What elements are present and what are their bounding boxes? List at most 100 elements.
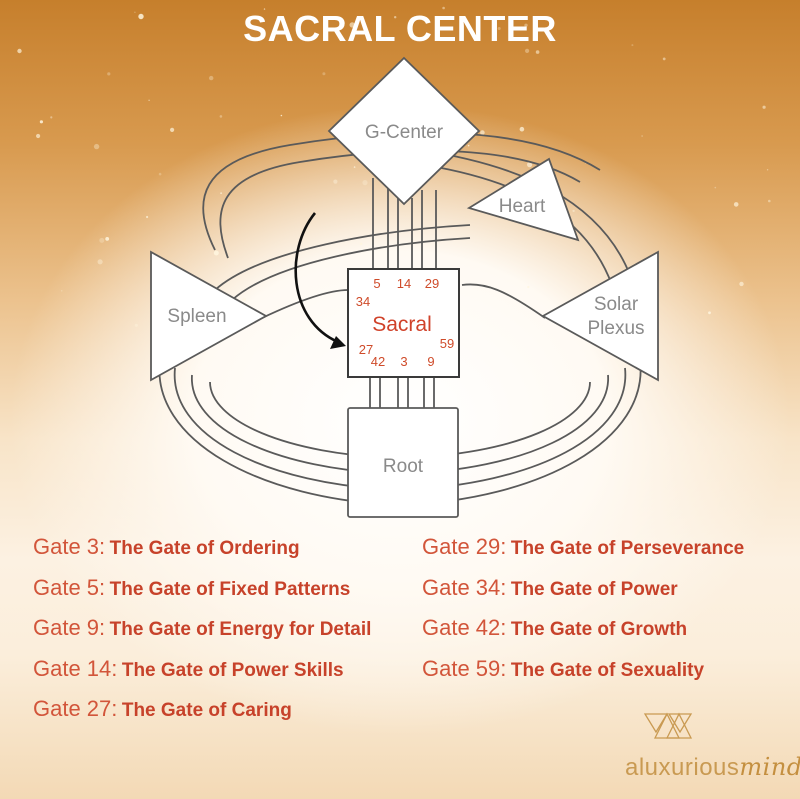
sparkle-dot <box>213 250 219 256</box>
g-center-label: G-Center <box>365 122 444 143</box>
sacral-gate-5: 5 <box>373 276 380 291</box>
sparkle-dot <box>525 48 530 54</box>
gate-item: Gate 9: The Gate of Energy for Detail <box>33 613 371 654</box>
sacral-gate-3: 3 <box>400 354 407 369</box>
brand-text-plain: aluxurious <box>625 754 740 781</box>
sparkle-dot <box>60 290 63 292</box>
brand-logo: aluxuriousmind <box>625 700 800 790</box>
sparkle-dot <box>219 115 223 118</box>
sparkle-dot <box>148 99 150 102</box>
gate-label: Gate 34: <box>422 574 507 600</box>
sparkle-dot <box>209 75 214 81</box>
triangle-logo-icon <box>643 712 693 739</box>
sparkle-dot <box>322 72 326 76</box>
gate-name: The Gate of Ordering <box>109 538 300 559</box>
sparkle-dot <box>170 127 175 132</box>
sparkle-dot <box>220 192 223 195</box>
sparkle-dot <box>527 162 533 168</box>
gate-name: The Gate of Energy for Detail <box>109 619 372 640</box>
sparkle-dot <box>353 166 356 168</box>
gate-label: Gate 42: <box>422 615 507 640</box>
gate-name: The Gate of Growth <box>510 619 688 640</box>
heart-spleen-channel-b <box>231 237 471 301</box>
back-loop-outer <box>202 131 601 251</box>
gate-name: The Gate of Power <box>510 578 678 600</box>
sparkle-dot <box>527 285 530 289</box>
sacral-gate-14: 14 <box>397 276 411 291</box>
sparkle-dot <box>766 169 769 171</box>
gate-name: The Gate of Power Skills <box>121 659 344 681</box>
sparkle-dot <box>662 57 666 61</box>
gate-list-right: Gate 29: The Gate of Perseverance Gate 3… <box>422 532 744 694</box>
solar-plexus-label-line2: Plexus <box>587 318 644 339</box>
sparkle-dot <box>99 237 105 243</box>
gate-item: Gate 14: The Gate of Power Skills <box>33 654 371 695</box>
gate-label: Gate 9: <box>33 615 106 640</box>
gate-item: Gate 27: The Gate of Caring <box>33 694 371 735</box>
g-center: G-Center <box>327 56 481 206</box>
gate-list-left: Gate 3: The Gate of Ordering Gate 5: The… <box>33 532 371 735</box>
gate-label: Gate 3: <box>33 534 106 559</box>
sparkle-dot <box>97 259 103 265</box>
gate-item: Gate 3: The Gate of Ordering <box>33 532 371 573</box>
sacral-gate-9: 9 <box>427 354 434 369</box>
sacral-gate-34: 34 <box>356 294 370 309</box>
gate-name: The Gate of Fixed Patterns <box>109 578 351 600</box>
gate-name: The Gate of Perseverance <box>510 538 745 559</box>
gate-name: The Gate of Caring <box>121 700 292 721</box>
spleen-center: Spleen <box>150 250 268 382</box>
sparkle-dot <box>39 120 44 124</box>
sparkle-dot <box>708 311 711 315</box>
heart-center: Heart <box>466 157 580 242</box>
sparkle-dot <box>242 297 247 302</box>
sparkle-dot <box>768 199 771 203</box>
sparkle-dot <box>105 237 110 241</box>
sparkle-dot <box>762 105 766 109</box>
sparkle-dot <box>714 186 717 189</box>
sacral-gate-29: 29 <box>425 276 439 291</box>
sacral-label: Sacral <box>372 313 432 336</box>
gate-item: Gate 42: The Gate of Growth <box>422 613 744 654</box>
gate-label: Gate 14: <box>33 655 118 681</box>
sparkle-dot <box>467 144 470 147</box>
gate-item: Gate 5: The Gate of Fixed Patterns <box>33 573 371 614</box>
sparkle-dot <box>394 16 397 19</box>
sparkle-dot <box>519 126 525 132</box>
pointer-arrow <box>294 212 346 349</box>
brand-text-script: mind <box>739 753 800 781</box>
sparkle-dot <box>641 135 643 137</box>
sparkle-dot <box>535 50 540 54</box>
gate-label: Gate 5: <box>33 574 106 600</box>
sparkle-dot <box>362 180 368 186</box>
sparkle-dot <box>480 130 485 135</box>
solar-sacral-channel <box>461 283 546 319</box>
gate-item: Gate 59: The Gate of Sexuality <box>422 654 744 695</box>
gate-item: Gate 34: The Gate of Power <box>422 573 744 614</box>
gate-label: Gate 27: <box>33 696 118 721</box>
sparkle-dot <box>349 22 355 28</box>
gate-name: The Gate of Sexuality <box>510 659 705 681</box>
gate-label: Gate 29: <box>422 534 507 559</box>
spleen-sacral-channel <box>261 289 349 319</box>
sparkle-dot <box>93 143 100 150</box>
sacral-gate-42: 42 <box>371 354 385 369</box>
sparkle-dot <box>17 48 22 54</box>
sacral-gate-27: 27 <box>359 342 373 357</box>
sparkle-dot <box>36 133 41 139</box>
sparkle-dot <box>572 209 575 213</box>
root-center: Root <box>347 407 459 518</box>
solar-plexus-center: Solar Plexus <box>541 250 659 382</box>
sparkle-dot <box>631 44 634 47</box>
sparkle-dot <box>733 202 739 207</box>
sparkle-dot <box>50 116 53 119</box>
sparkle-dot <box>497 27 501 30</box>
sparkle-dot <box>107 72 111 76</box>
spleen-label: Spleen <box>167 306 226 327</box>
sparkle-dot <box>333 179 338 184</box>
page-title: SACRAL CENTER <box>243 8 557 49</box>
sparkle-dot <box>359 242 363 246</box>
gate-item: Gate 29: The Gate of Perseverance <box>422 532 744 573</box>
heart-spleen-channel-a <box>214 224 471 291</box>
